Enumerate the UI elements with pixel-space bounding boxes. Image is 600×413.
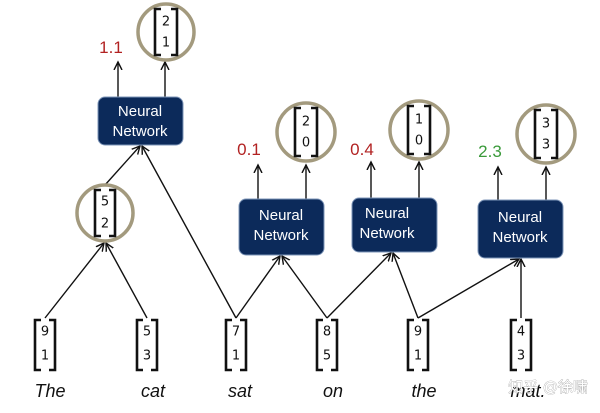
leaf-vectors: 9 1 5 3 7 1 8 5 9 1 <box>33 318 533 372</box>
output-vector-nn-on-the: 1 0 <box>388 99 450 161</box>
word-label: The <box>34 381 65 401</box>
vector-circle <box>388 99 450 161</box>
output-vector-nn-the-mat: 3 3 <box>515 103 577 165</box>
edge-the2-to-nn-the-mat <box>417 259 519 319</box>
nn-label-line2: Network <box>112 123 168 140</box>
nn-label-line1: Neural <box>259 207 303 224</box>
neural-network-top: Neural Network <box>97 96 184 146</box>
edge-on-to-nn-on-the <box>326 253 391 319</box>
score-nn-top: 1.1 <box>99 38 123 57</box>
output-vector-nn-top: 2 1 <box>136 2 196 62</box>
edges <box>44 146 521 319</box>
vector-value: 1 <box>414 349 422 364</box>
neural-network-sat-on: Neural Network <box>238 198 325 256</box>
vector-value: 3 <box>542 138 550 153</box>
vector-value: 5 <box>101 195 109 210</box>
word-label: cat <box>141 381 166 401</box>
word-vector-on: 8 5 <box>315 318 339 372</box>
nn-label-line2: Network <box>359 225 415 242</box>
vector-value: 7 <box>232 325 240 340</box>
edge-on-to-nn-sat-on <box>282 256 328 319</box>
vector-value: 3 <box>517 349 525 364</box>
sentence-words: The cat sat on the mat. <box>34 381 545 401</box>
vector-value: 1 <box>41 349 49 364</box>
vector-circle <box>136 2 196 62</box>
vector-value: 5 <box>323 349 331 364</box>
word-label: sat <box>228 381 253 401</box>
scores: 1.1 0.1 0.4 2.3 <box>99 38 502 161</box>
edge-sat-to-nn-sat-on <box>235 256 280 319</box>
output-arrows <box>118 62 546 200</box>
edge-cat-to-merged <box>106 243 148 319</box>
vector-value: 9 <box>414 325 422 340</box>
vector-value: 4 <box>517 325 525 340</box>
edge-merged-to-nn-top <box>104 146 140 186</box>
nn-label-line2: Network <box>492 229 548 246</box>
vector-value: 9 <box>41 325 49 340</box>
vector-circle <box>275 101 337 163</box>
vector-value: 2 <box>302 115 310 130</box>
word-label: mat. <box>510 381 545 401</box>
merged-vector-the-cat: 5 2 <box>75 183 135 243</box>
nn-label-line1: Neural <box>498 209 542 226</box>
word-vector-sat: 7 1 <box>224 318 248 372</box>
word-vector-mat: 4 3 <box>509 318 533 372</box>
output-vector-nn-sat-on: 2 0 <box>275 101 337 163</box>
score-nn-on-the: 0.4 <box>350 140 374 159</box>
vector-circle <box>75 183 135 243</box>
vector-value: 0 <box>302 136 310 151</box>
vector-value: 1 <box>162 36 170 51</box>
vector-value: 8 <box>323 325 331 340</box>
vector-value: 0 <box>415 134 423 149</box>
vector-value: 1 <box>415 113 423 128</box>
score-nn-sat-on: 0.1 <box>237 140 261 159</box>
nn-label-line1: Neural <box>118 103 162 120</box>
watermark: 知乎 @徐啸 <box>508 378 588 396</box>
word-vector-the-2: 9 1 <box>406 318 430 372</box>
vector-value: 3 <box>143 349 151 364</box>
word-vector-cat: 5 3 <box>135 318 159 372</box>
nn-label-line1: Neural <box>365 205 409 222</box>
vector-value: 1 <box>232 349 240 364</box>
score-nn-the-mat: 2.3 <box>478 142 502 161</box>
neural-network-the-mat: Neural Network <box>477 199 564 259</box>
neural-network-on-the: Neural Network <box>351 197 438 253</box>
word-vector-the: 9 1 <box>33 318 57 372</box>
word-label: the <box>411 381 436 401</box>
word-label: on <box>323 381 343 401</box>
vector-value: 2 <box>162 15 170 30</box>
edge-sat-to-nn-top <box>142 146 237 319</box>
vector-circle <box>515 103 577 165</box>
nn-label-line2: Network <box>253 227 309 244</box>
vector-value: 3 <box>542 117 550 132</box>
edge-the2-to-nn-on-the <box>393 253 419 319</box>
vector-value: 2 <box>101 217 109 232</box>
vector-value: 5 <box>143 325 151 340</box>
edge-the-to-merged <box>44 243 104 319</box>
